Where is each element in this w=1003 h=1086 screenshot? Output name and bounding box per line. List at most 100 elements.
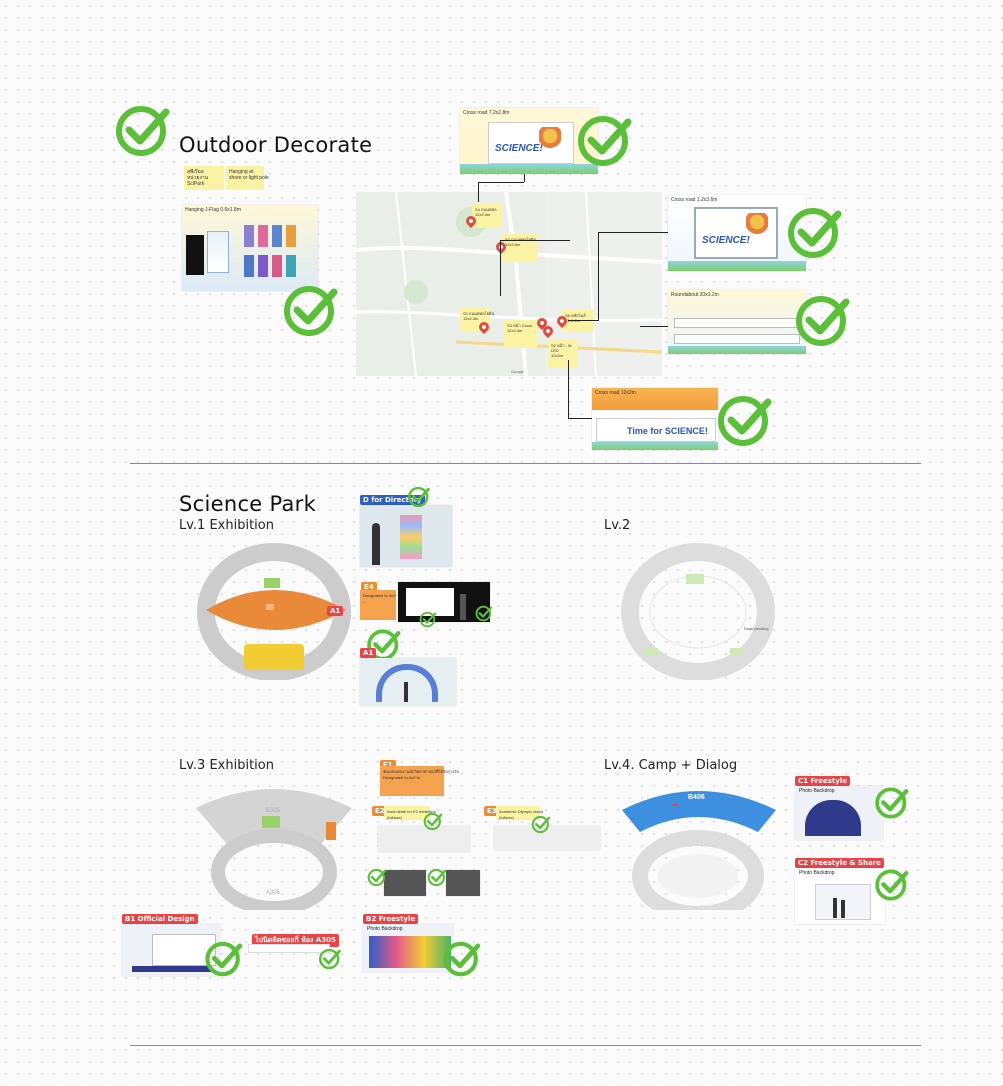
backdrop-image bbox=[805, 800, 861, 836]
map-sticky[interactable]: S3 หน้า Cross 12x2.4m bbox=[504, 320, 538, 348]
floor-plan-lv4[interactable] bbox=[620, 780, 780, 910]
banner-strip bbox=[674, 334, 800, 344]
check-icon bbox=[204, 940, 244, 978]
area-tag[interactable] bbox=[672, 804, 678, 806]
floor-plan-lv3[interactable] bbox=[196, 780, 356, 910]
connector-line bbox=[478, 182, 479, 202]
board-caption: Cross road 12x2m bbox=[595, 390, 636, 396]
section-title-outdoor: Outdoor Decorate bbox=[179, 133, 373, 157]
sticky-note[interactable]: จัดแสดงผลงานนักวิทยาศาสตร์ที่ได้รับรางวั… bbox=[380, 766, 459, 796]
area-tag[interactable]: C1 Freestyle bbox=[795, 776, 850, 786]
board-caption: Cross road 7.2x2.8m bbox=[463, 110, 510, 116]
check-icon bbox=[475, 605, 493, 622]
floor-plan-lv2[interactable] bbox=[620, 540, 780, 680]
billboard-card[interactable]: Roundabout 20x1.2m bbox=[668, 290, 806, 354]
connector-line bbox=[568, 418, 592, 419]
board-caption: Photo Backdrop bbox=[799, 788, 835, 794]
map-sticky[interactable]: S4 ถนนพหล 12x2.4m bbox=[472, 204, 502, 228]
level-title: Lv.2 bbox=[604, 518, 631, 533]
board-caption: Photo Backdrop bbox=[799, 870, 835, 876]
flag-preview bbox=[286, 255, 296, 277]
sticky-note[interactable]: สุพีเรียล หน่วยงาน SciPark bbox=[184, 166, 224, 190]
billboard-card[interactable]: Cross road 7.2x2.8m SCIENCE! bbox=[460, 108, 598, 174]
screen bbox=[406, 588, 454, 616]
design-card[interactable]: Photo Backdrop bbox=[363, 924, 453, 972]
flag-preview bbox=[258, 255, 268, 277]
area-tag[interactable]: B2 Freestyle bbox=[363, 914, 419, 924]
sticky-note[interactable]: Academic Olympic stand (fullsize) bbox=[496, 806, 543, 820]
check-icon bbox=[531, 815, 551, 834]
check-icon bbox=[367, 868, 387, 887]
billboard-card[interactable]: Cross road 1.2x3.6m SCIENCE! bbox=[668, 195, 806, 271]
design-card[interactable] bbox=[494, 826, 600, 850]
flag-preview bbox=[258, 225, 268, 247]
section-title-science-park: Science Park bbox=[179, 492, 317, 516]
connector-line bbox=[500, 240, 501, 296]
check-icon bbox=[786, 206, 844, 260]
check-icon bbox=[419, 611, 437, 628]
arch-gate bbox=[376, 664, 438, 702]
person-silhouette bbox=[372, 523, 380, 565]
check-icon bbox=[794, 294, 852, 348]
map-sticky[interactable]: S2 ถนนพหลโยธิน 12x2.4m bbox=[460, 308, 494, 332]
design-card[interactable]: Photo Backdrop bbox=[795, 786, 883, 840]
area-tag[interactable]: E3 bbox=[484, 806, 500, 816]
ground-strip bbox=[460, 164, 598, 174]
map-roads bbox=[356, 192, 662, 376]
banner-tag[interactable]: ไปนิดติดซอยกี่ ห้อง A305 bbox=[252, 934, 339, 947]
screen-card[interactable] bbox=[446, 870, 480, 896]
design-card[interactable] bbox=[378, 826, 470, 852]
check-icon bbox=[407, 486, 431, 508]
sticky-note[interactable]: Designated to 4x2* ... bbox=[360, 590, 397, 620]
design-card[interactable]: Photo Backdrop bbox=[795, 868, 885, 924]
check-icon bbox=[282, 284, 340, 338]
level-title: Lv.3 Exhibition bbox=[179, 758, 274, 773]
flag-preview bbox=[286, 225, 296, 247]
orange-header bbox=[592, 388, 718, 410]
room-label: B406 bbox=[688, 794, 705, 801]
design-card[interactable] bbox=[122, 924, 220, 976]
design-card[interactable] bbox=[360, 505, 452, 567]
check-icon bbox=[576, 114, 634, 168]
check-icon bbox=[318, 948, 342, 970]
hanging-flag-board[interactable]: Hanging J-Flag 0.6x1.8m bbox=[182, 205, 318, 291]
flag-preview bbox=[186, 235, 204, 275]
screen-card[interactable] bbox=[384, 870, 426, 896]
flag-preview bbox=[244, 225, 254, 247]
connector-line bbox=[500, 240, 570, 241]
connector-line bbox=[568, 320, 599, 321]
area-tag[interactable]: E4 bbox=[361, 582, 377, 592]
sticky-note[interactable]: Area detail for E2 exhibition (fullsize) bbox=[384, 806, 436, 820]
check-icon bbox=[716, 394, 774, 448]
check-icon bbox=[427, 868, 447, 887]
billboard-card[interactable]: Cross road 12x2m Time for SCIENCE! bbox=[592, 388, 718, 450]
room-label: B305 bbox=[266, 808, 281, 814]
stage-floor bbox=[132, 966, 212, 972]
connector-line bbox=[598, 232, 599, 320]
backdrop-image bbox=[369, 936, 451, 968]
area-tag[interactable]: E2 bbox=[372, 806, 388, 816]
billboard-image: SCIENCE! bbox=[488, 122, 574, 164]
design-card[interactable] bbox=[398, 582, 490, 622]
area-tag[interactable]: D for Directory bbox=[360, 495, 425, 505]
map-sticky[interactable]: S3 ถนนพหลโยธิน 12x3.6m bbox=[502, 234, 538, 262]
design-card[interactable] bbox=[360, 658, 456, 706]
connector-line bbox=[478, 182, 524, 183]
billboard-image: Time for SCIENCE! bbox=[596, 418, 716, 442]
location-map[interactable]: Google S4 ถนนพหล 12x2.4m S3 ถนนพหลโยธิน … bbox=[356, 192, 662, 376]
person-silhouette bbox=[460, 594, 466, 620]
map-label: Google bbox=[511, 369, 524, 374]
banner-strip bbox=[674, 318, 800, 328]
area-tag[interactable]: A1 bbox=[327, 606, 344, 616]
sticky-note[interactable]: Hanging at shore or light pole bbox=[226, 166, 269, 190]
check-icon bbox=[442, 940, 482, 978]
area-tag[interactable]: A1 bbox=[360, 648, 377, 658]
flag-preview bbox=[244, 255, 254, 277]
check-icon bbox=[114, 104, 172, 158]
area-tag[interactable]: B1 Official Design bbox=[122, 914, 198, 924]
level-title: Lv.4. Camp + Dialog bbox=[604, 758, 738, 773]
section-divider bbox=[130, 1045, 921, 1046]
map-sticky[interactable]: S2 หน้า - M LED 12x2m bbox=[548, 340, 578, 368]
area-tag[interactable]: E1 bbox=[380, 760, 396, 770]
area-tag[interactable]: C2 Freestyle & Share bbox=[795, 858, 884, 868]
